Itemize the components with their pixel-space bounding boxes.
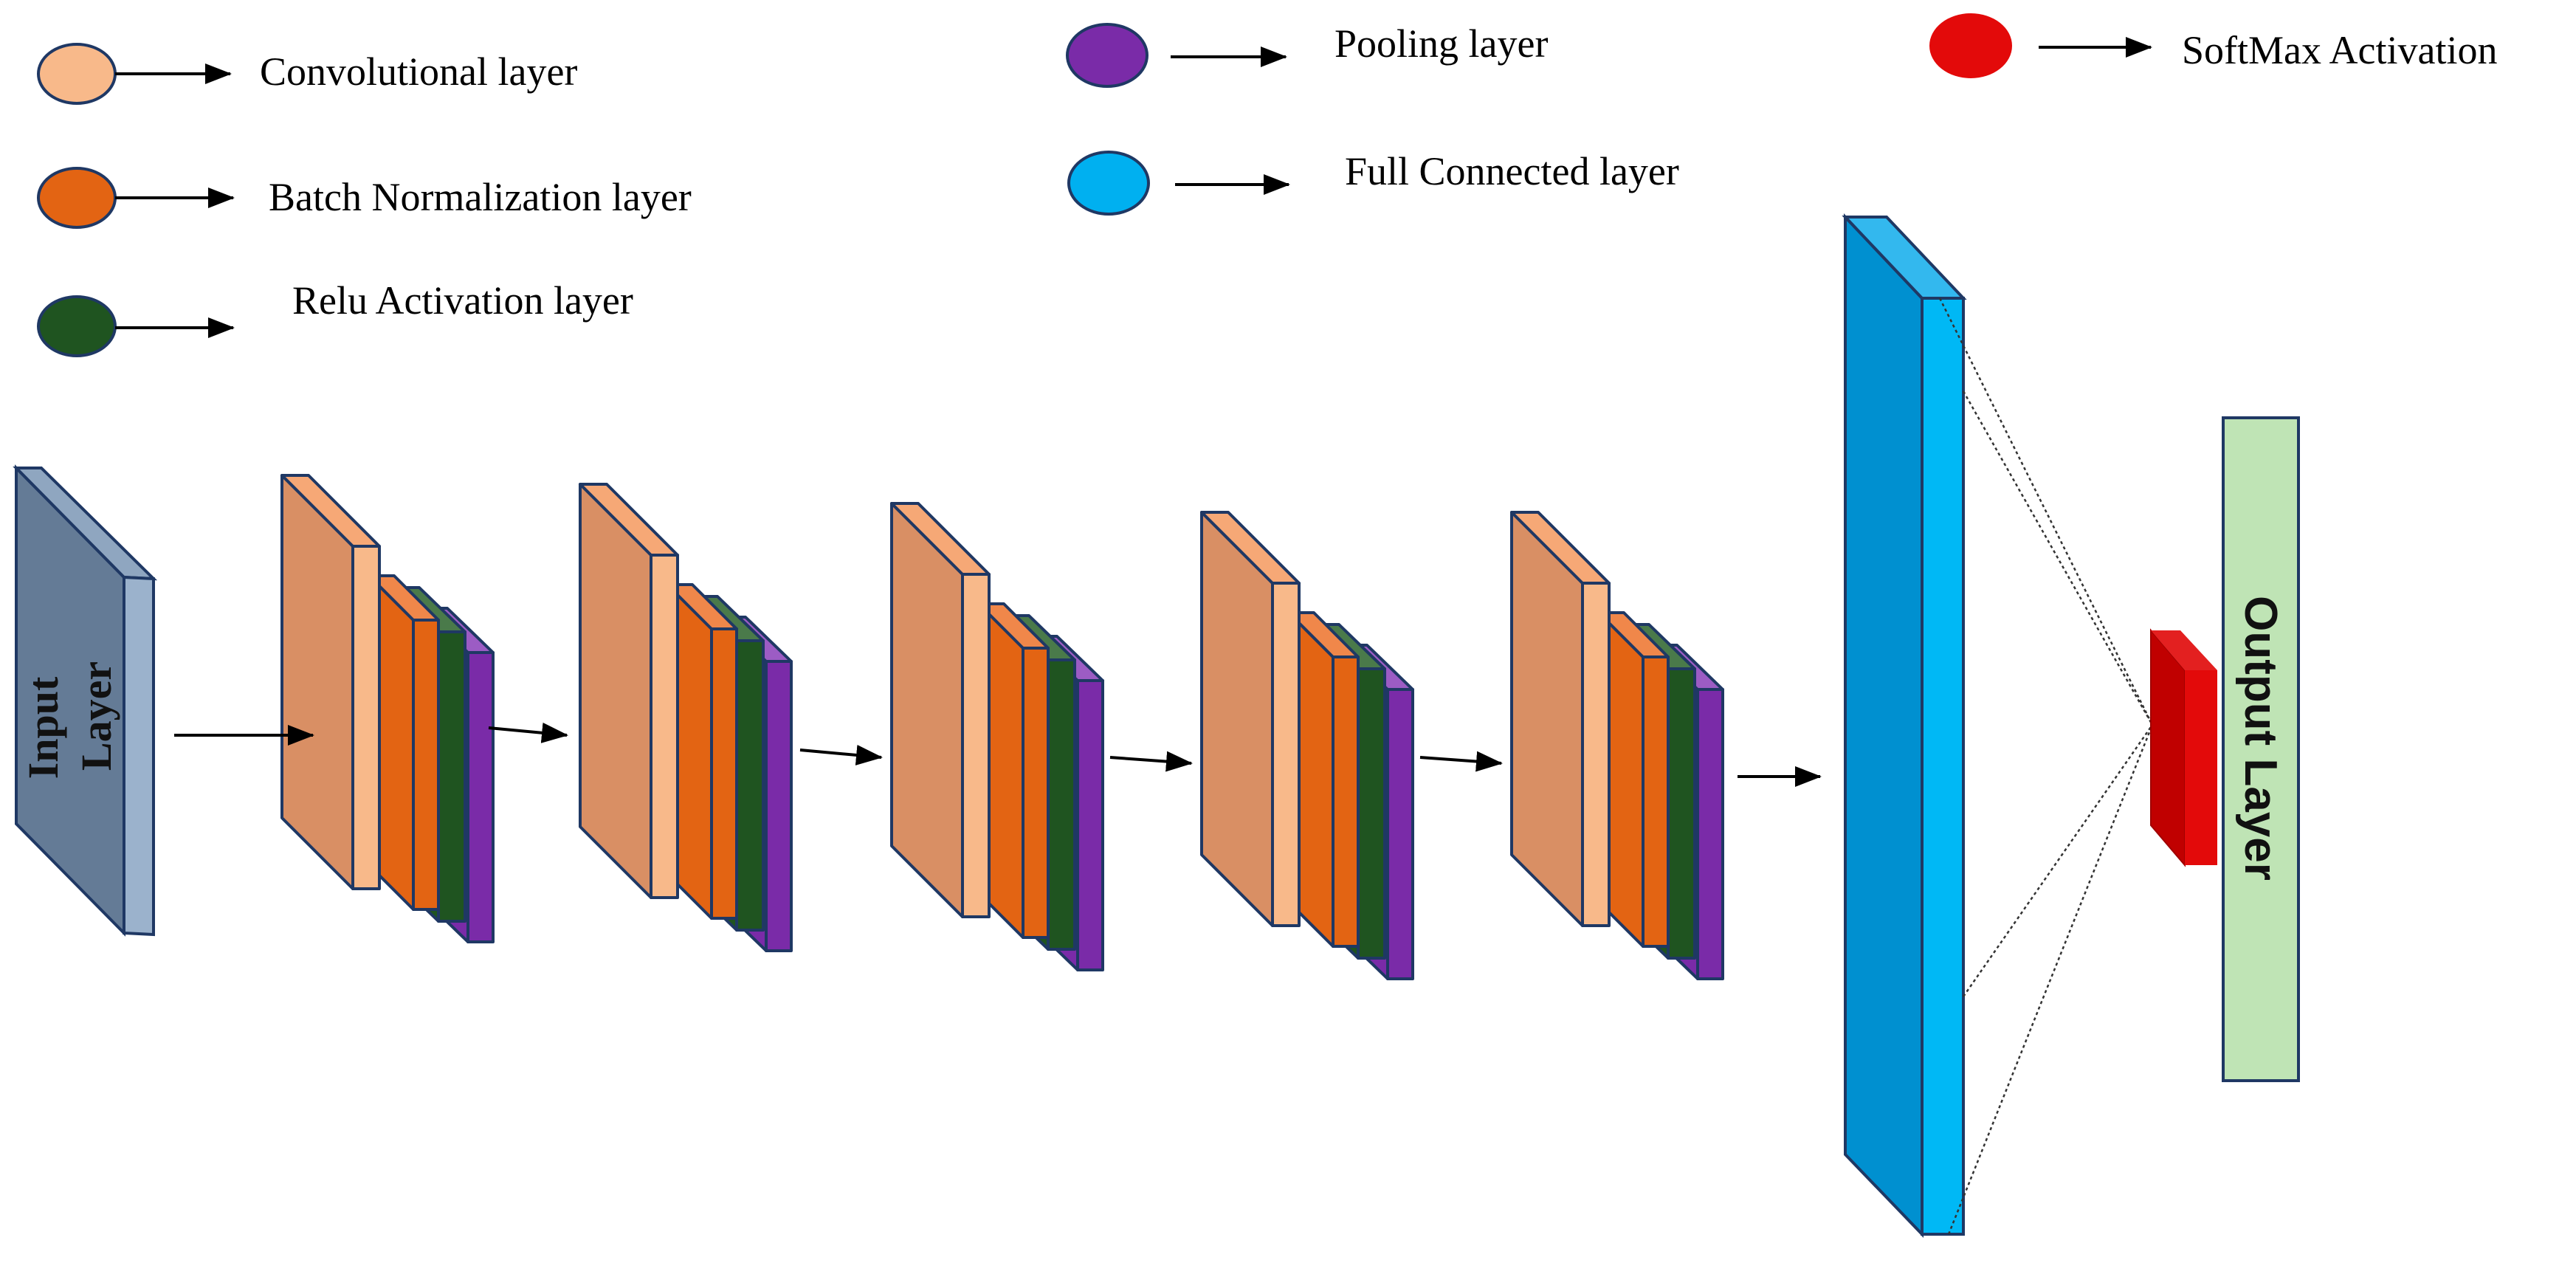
relu-slab-side	[1357, 667, 1386, 960]
legend-label: Convolutional layer	[260, 49, 577, 94]
legend-item-softmax: SoftMax Activation	[1929, 13, 2497, 78]
softmax-side	[2185, 670, 2217, 865]
flow-arrow	[1419, 751, 1503, 772]
input-layer-label-line2: Layer	[72, 661, 120, 771]
legend-label: Batch Normalization layer	[269, 175, 692, 219]
input-layer: Input Layer	[13, 464, 158, 937]
relu-slab-side	[1667, 667, 1696, 960]
connection-line	[1962, 390, 2154, 726]
batch-norm-slab-side	[1022, 647, 1050, 939]
legend-item-batch-normalization: Batch Normalization layer	[37, 167, 692, 229]
legend-label: Pooling layer	[1335, 21, 1548, 66]
legend-item-relu: Relu Activation layer	[37, 278, 633, 357]
output-layer-label: Output Layer	[2235, 596, 2286, 881]
batch-norm-slab-side	[412, 619, 440, 911]
conv-block-1	[280, 474, 495, 943]
batch-norm-slab-side	[710, 627, 738, 920]
legend-item-convolutional: Convolutional layer	[37, 43, 577, 105]
conv-slab-side	[650, 554, 679, 899]
relu-slab-side	[735, 639, 765, 932]
softmax-layer	[2150, 628, 2217, 867]
input-layer-label-line1: Input	[19, 676, 67, 779]
fc-front	[1844, 213, 1924, 1238]
output-layer-box	[2222, 416, 2300, 1082]
pooling-slab-side	[1076, 679, 1104, 971]
softmax-top	[2151, 630, 2217, 670]
output-layer: Output Layer	[2222, 416, 2300, 1082]
convolutional-swatch	[37, 43, 117, 105]
conv-block-5	[1510, 511, 1724, 980]
connection-line	[1938, 297, 2154, 726]
flow-arrows	[174, 722, 1822, 787]
flow-arrow	[1109, 751, 1193, 772]
legend-item-fully-connected: Full Connected layer	[1067, 149, 1679, 216]
batch-norm-slab-side	[1332, 655, 1360, 948]
fully-connected-layer	[1842, 213, 1967, 1238]
input-layer-side	[123, 575, 155, 937]
connection-line	[1962, 724, 2154, 997]
connection-line	[1947, 724, 2154, 1235]
conv-block-3	[890, 502, 1104, 971]
conv-slab-side	[351, 545, 381, 890]
batch-norm-slab-side	[1642, 655, 1670, 948]
legend-label: SoftMax Activation	[2182, 28, 2497, 72]
conv-block-2	[579, 483, 793, 952]
legend-label: Full Connected layer	[1345, 149, 1679, 193]
pooling-slab-side	[466, 651, 495, 943]
conv-slab-side	[1581, 582, 1611, 927]
legend-label: Relu Activation layer	[292, 278, 633, 323]
legend: Convolutional layer Batch Normalization …	[37, 13, 2497, 357]
pooling-slab-side	[765, 660, 793, 952]
relu-swatch	[37, 295, 117, 357]
conv-slab-side	[1271, 582, 1301, 927]
relu-slab-side	[437, 630, 466, 923]
softmax-front	[2150, 628, 2186, 867]
conv-slab-side	[961, 573, 991, 918]
softmax-swatch	[1929, 13, 2012, 78]
fc-connections	[1938, 297, 2154, 1235]
flow-arrow	[799, 744, 883, 765]
flow-arrow	[488, 722, 568, 743]
fc-side	[1921, 297, 1965, 1236]
pooling-slab-side	[1696, 688, 1724, 980]
batch-normalization-swatch	[37, 167, 117, 229]
legend-item-pooling: Pooling layer	[1066, 21, 1548, 88]
pooling-swatch	[1066, 23, 1148, 88]
conv-block-4	[1200, 511, 1414, 980]
fully-connected-swatch	[1067, 151, 1150, 216]
relu-slab-side	[1047, 658, 1076, 951]
conv-blocks	[280, 474, 1724, 980]
pooling-slab-side	[1386, 688, 1414, 980]
